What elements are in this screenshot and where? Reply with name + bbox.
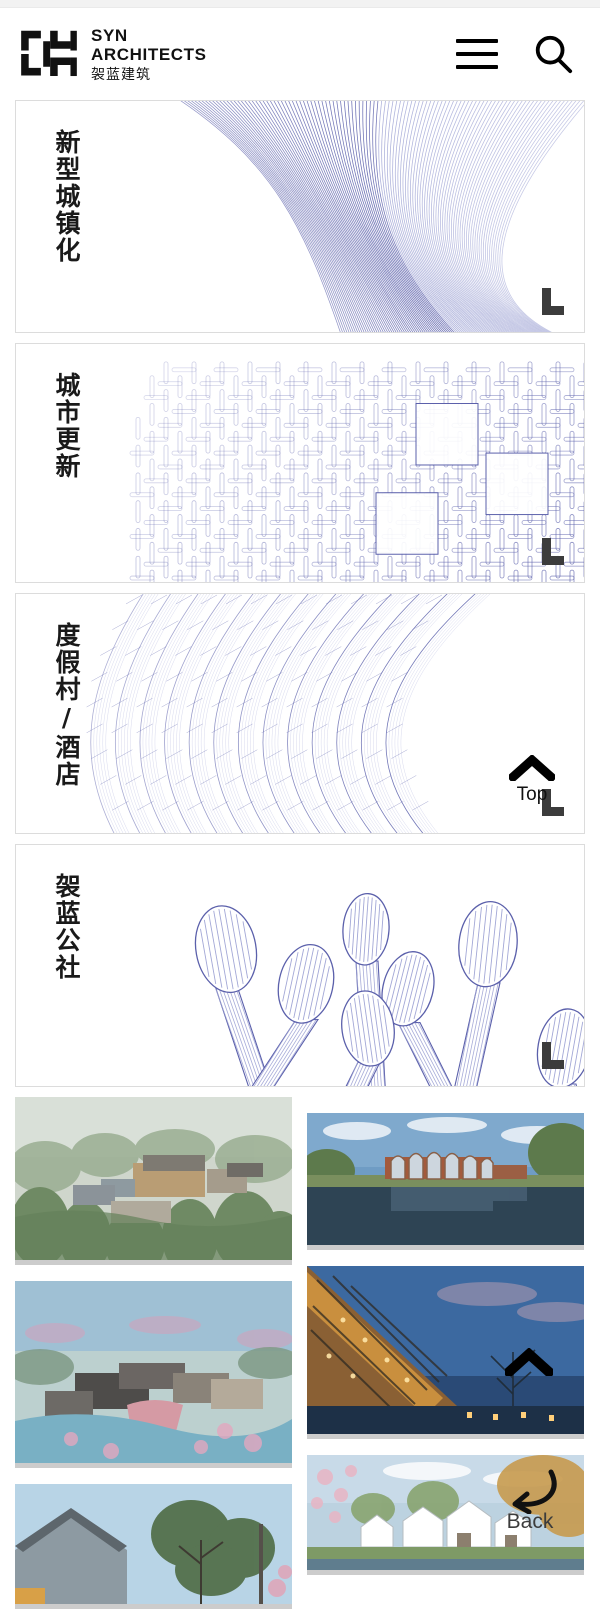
gallery-column-right xyxy=(307,1113,584,1575)
chevron-up-icon xyxy=(501,1347,557,1380)
card-art-bud-stalks xyxy=(16,845,584,1086)
gallery-photo[interactable] xyxy=(15,1484,292,1609)
back-label: Back xyxy=(506,1510,554,1533)
category-card-urban-renewal[interactable]: 城市更新 xyxy=(15,343,585,583)
corner-bracket-icon xyxy=(534,1038,568,1072)
gallery-photo[interactable] xyxy=(15,1097,292,1265)
browser-top-strip xyxy=(0,0,600,8)
hamburger-menu-button[interactable] xyxy=(456,39,498,69)
search-icon xyxy=(532,33,574,75)
card-title: 城市更新 xyxy=(52,372,81,480)
corner-bracket-icon xyxy=(534,785,568,819)
category-card-syn-commune[interactable]: 袈蓝公社 xyxy=(15,844,585,1087)
category-card-list: 新型城镇化 城市更新 度假村/酒店 xyxy=(0,100,600,1087)
secondary-chevron-up-button[interactable] xyxy=(501,1347,557,1380)
curved-back-arrow-icon xyxy=(501,1466,559,1515)
syn-logo-mark-icon xyxy=(20,25,78,83)
brand-text: SYN ARCHITECTS 袈蓝建筑 xyxy=(91,27,207,82)
scroll-to-top-button[interactable]: Top xyxy=(501,753,563,806)
category-card-new-urbanization[interactable]: 新型城镇化 xyxy=(15,100,585,333)
brand-name-line1: SYN xyxy=(91,25,128,45)
brand-logo[interactable]: SYN ARCHITECTS 袈蓝建筑 xyxy=(20,25,207,83)
card-art-lattice-grid xyxy=(16,344,584,582)
card-art-curved-contours xyxy=(16,594,584,833)
gallery-photo[interactable] xyxy=(307,1455,584,1575)
gallery-photo[interactable] xyxy=(307,1266,584,1439)
search-button[interactable] xyxy=(532,33,574,75)
corner-bracket-icon xyxy=(534,284,568,318)
header-actions xyxy=(456,33,574,75)
back-button[interactable]: Back xyxy=(494,1466,566,1534)
scroll-to-top-label: Top xyxy=(516,784,548,805)
card-title: 度假村/酒店 xyxy=(52,622,81,788)
gallery-photo[interactable] xyxy=(307,1113,584,1250)
brand-name-line2: ARCHITECTS xyxy=(91,44,207,64)
hamburger-menu-icon xyxy=(456,39,498,69)
card-title: 袈蓝公社 xyxy=(52,873,81,981)
category-card-resort-hotel[interactable]: 度假村/酒店 xyxy=(15,593,585,834)
brand-name-chinese: 袈蓝建筑 xyxy=(91,66,151,83)
site-header: SYN ARCHITECTS 袈蓝建筑 xyxy=(0,8,600,100)
gallery-column-left xyxy=(15,1097,292,1609)
project-photo-gallery xyxy=(0,1097,600,1609)
chevron-up-icon xyxy=(506,753,558,784)
card-title: 新型城镇化 xyxy=(52,129,81,264)
card-art-flowing-lines xyxy=(16,101,584,332)
gallery-photo[interactable] xyxy=(15,1281,292,1468)
corner-bracket-icon xyxy=(534,534,568,568)
